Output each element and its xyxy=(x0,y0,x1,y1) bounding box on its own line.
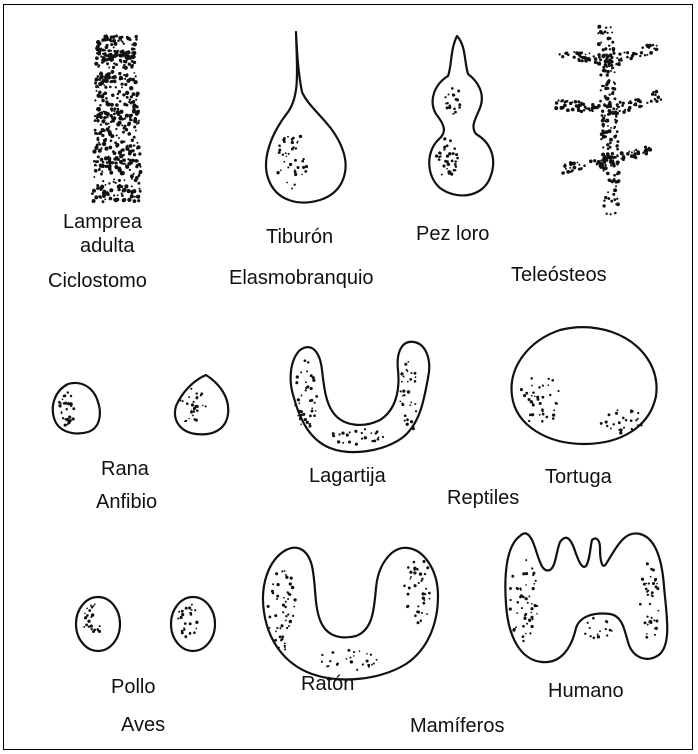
label-aves: Aves xyxy=(121,715,165,735)
label-elasmobranquio: Elasmobranquio xyxy=(229,268,374,288)
label-mamiferos: Mamíferos xyxy=(410,716,504,736)
label-pez-loro: Pez loro xyxy=(416,224,489,244)
label-lamprea: Lamprea xyxy=(63,212,142,232)
label-lagartija: Lagartija xyxy=(309,466,386,486)
label-ciclostomo: Ciclostomo xyxy=(48,271,147,291)
label-reptiles: Reptiles xyxy=(447,488,519,508)
label-raton: Ratón xyxy=(301,674,354,694)
label-rana: Rana xyxy=(101,459,149,479)
turtle-thyroid-shape xyxy=(512,327,657,444)
label-tortuga: Tortuga xyxy=(545,467,612,487)
parrotfish-thyroid-shape xyxy=(429,36,493,195)
label-adulta: adulta xyxy=(80,236,135,256)
label-teleosteos: Teleósteos xyxy=(511,265,607,285)
human-thyroid-shape xyxy=(505,533,667,662)
frog-thyroid-left-shape xyxy=(53,383,100,433)
teleost-thyroid-shape xyxy=(554,25,662,216)
shark-thyroid-shape xyxy=(266,32,345,202)
lizard-thyroid-shape xyxy=(291,342,430,452)
mouse-thyroid-shape xyxy=(263,548,438,680)
label-humano: Humano xyxy=(548,681,624,701)
chicken-thyroid-left-shape xyxy=(76,597,120,651)
label-tiburon: Tiburón xyxy=(266,227,333,247)
frog-thyroid-right-shape xyxy=(175,375,228,434)
label-pollo: Pollo xyxy=(111,677,155,697)
lamprey-thyroid-shape xyxy=(90,34,142,203)
label-anfibio: Anfibio xyxy=(96,492,157,512)
chicken-thyroid-right-shape xyxy=(171,597,215,651)
